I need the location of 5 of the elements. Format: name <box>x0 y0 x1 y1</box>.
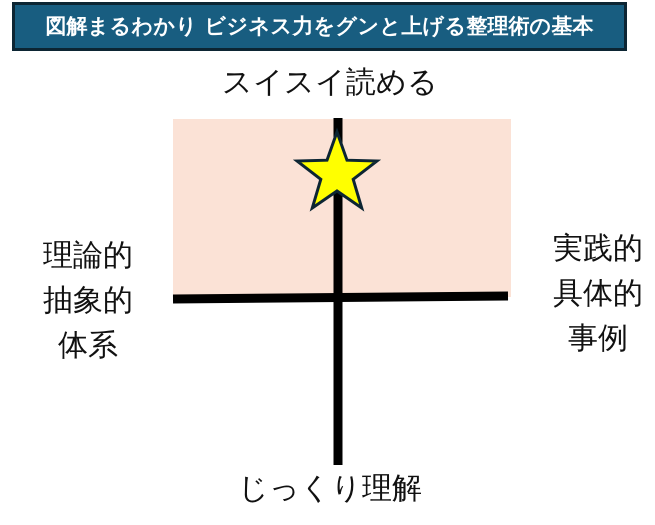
axis-label: 理論的抽象的体系 <box>42 237 134 365</box>
axis-label: じっくり理解 <box>237 470 423 508</box>
title-banner: 図解まるわかり ビジネス力をグンと上げる整理術の基本 <box>12 2 627 51</box>
axis-label: スイスイ読める <box>221 64 439 102</box>
axis-label: 実践的具体的事例 <box>552 230 644 358</box>
